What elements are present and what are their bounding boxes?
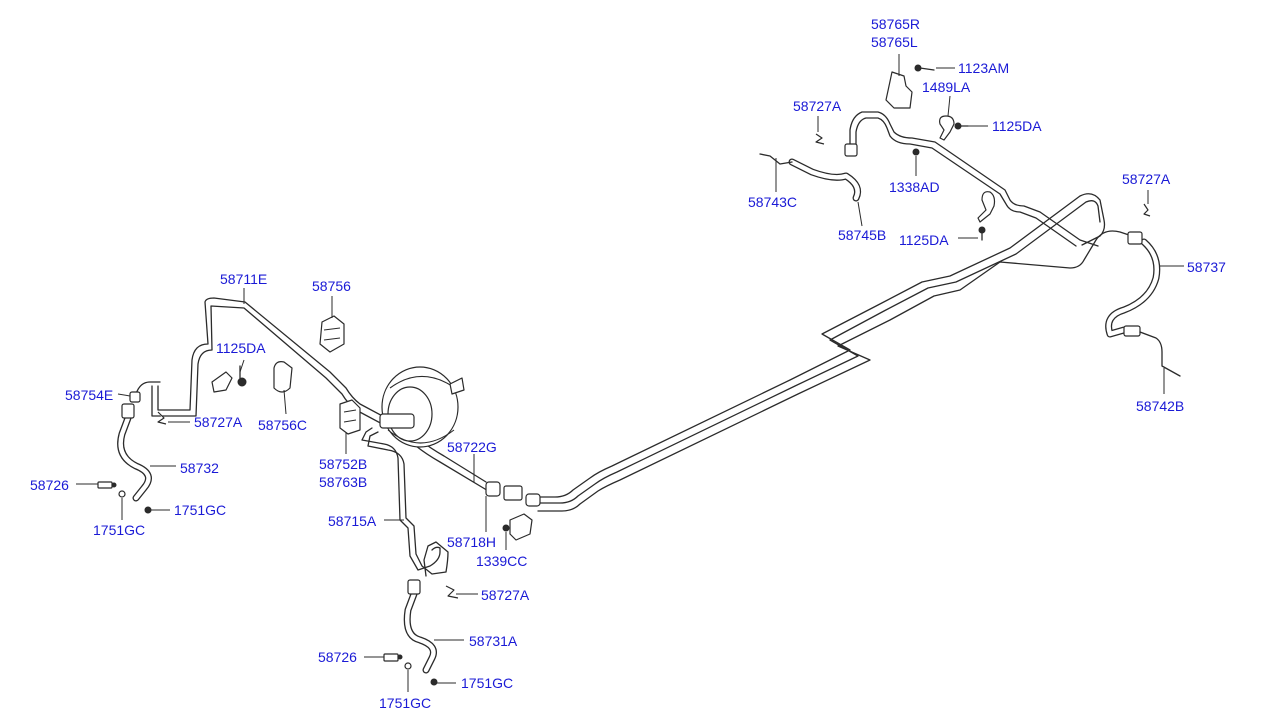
fitting-58754E: [129, 391, 141, 403]
label-58722G: 58722G: [447, 439, 497, 455]
master-cylinder: [379, 413, 415, 429]
hose-58732-fitting: [121, 403, 135, 419]
washer-1751GC-bottom-1: [404, 662, 412, 670]
label-1751GC-left-1: 1751GC: [93, 522, 145, 538]
label-1751GC-bottom-1: 1751GC: [379, 695, 431, 711]
bracket-left: [211, 371, 233, 393]
label-58754E: 58754E: [65, 387, 113, 403]
hose-58737-inner: [1106, 239, 1159, 337]
label-58711E: 58711E: [220, 271, 267, 287]
bolt-1123AM: [914, 64, 935, 72]
hose-58737-end: [1123, 325, 1141, 337]
hose-58732-inner: [118, 415, 151, 501]
bracket-mid: [977, 191, 996, 223]
bolt-1125DA-top: [954, 122, 969, 130]
label-58732: 58732: [180, 460, 219, 476]
hose-58745B-inner: [789, 159, 860, 201]
rear-brake-pipe-lower: [537, 230, 1139, 512]
label-1125DA-mid: 1125DA: [899, 232, 949, 248]
label-58765L: 58765L: [871, 34, 918, 50]
label-1339CC: 1339CC: [476, 553, 527, 569]
label-58727A-right: 58727A: [1122, 171, 1171, 187]
nut-1339CC: [502, 524, 510, 532]
label-58765R: 58765R: [871, 16, 920, 32]
rear-brake-pipe-upper-2: [537, 200, 1101, 504]
front-right-brake-pipe-2: [367, 431, 449, 577]
clip-58752B: [339, 399, 361, 435]
nut-1338AD: [912, 148, 920, 156]
bracket-58765: [885, 71, 913, 109]
part-labels: 58765R 58765L 1123AM 1489LA 58727A 1125D…: [30, 16, 1226, 711]
washer-1751GC-bottom-2: [430, 678, 438, 686]
label-1489LA: 1489LA: [922, 79, 971, 95]
label-58726-left: 58726: [30, 477, 69, 493]
brake-hoses: [117, 143, 1181, 674]
main-brake-pipes: [135, 111, 1139, 577]
label-58731A: 58731A: [469, 633, 518, 649]
hose-58731A-fitting: [407, 579, 421, 595]
booster-fitting: [449, 377, 465, 395]
label-58718H: 58718H: [447, 534, 496, 550]
front-right-brake-pipe: [361, 427, 441, 571]
front-left-brake-pipe-2: [151, 305, 491, 493]
clip-58727A-right: [1143, 203, 1151, 217]
hose-58745B-fitting: [844, 143, 858, 157]
label-58743C: 58743C: [748, 194, 797, 210]
label-1123AM: 1123AM: [958, 60, 1009, 76]
clip-58756-detail: [323, 327, 341, 341]
label-58727A-left: 58727A: [194, 414, 243, 430]
brake-booster: [379, 366, 465, 448]
label-1751GC-left-2: 1751GC: [174, 502, 226, 518]
pipe-58742B: [1139, 331, 1181, 377]
clip-1489LA: [939, 115, 955, 141]
label-58745B: 58745B: [838, 227, 886, 243]
label-1751GC-bottom-2: 1751GC: [461, 675, 513, 691]
hose-58731A-inner: [405, 591, 436, 673]
label-58726-bottom: 58726: [318, 649, 357, 665]
pipe-58743C: [759, 153, 793, 165]
rear-brake-pipe-upper: [533, 193, 1106, 498]
label-58763B: 58763B: [319, 474, 367, 490]
label-58742B: 58742B: [1136, 398, 1184, 414]
label-58715A: 58715A: [328, 513, 377, 529]
joint-block: [503, 485, 523, 501]
label-1338AD: 1338AD: [889, 179, 940, 195]
clip-58756C: [273, 361, 293, 393]
label-58737: 58737: [1187, 259, 1226, 275]
label-58752B: 58752B: [319, 456, 367, 472]
clip-58756: [319, 315, 345, 353]
label-58727A-top: 58727A: [793, 98, 842, 114]
bolt-58726-bottom: [383, 653, 403, 662]
hose-58737-fitting: [1127, 231, 1143, 245]
small-parts: [97, 64, 1151, 686]
label-58727A-bottom: 58727A: [481, 587, 530, 603]
washer-1751GC-left-1: [118, 490, 126, 498]
clip-58752B-detail: [343, 409, 357, 423]
leader-lines: [76, 54, 1184, 692]
upper-brake-pipe-2: [855, 117, 1077, 247]
label-58756C: 58756C: [258, 417, 307, 433]
clip-58727A-bottom: [445, 585, 459, 599]
connector-right: [525, 493, 541, 507]
clip-58727A-top: [815, 133, 825, 145]
bracket-1339CC: [509, 513, 533, 541]
bolt-1125DA-mid: [978, 226, 986, 241]
clip-58727A-left: [157, 411, 167, 425]
booster-rim: [387, 375, 455, 444]
bolt-58726-left: [97, 481, 117, 489]
label-1125DA-top: 1125DA: [992, 118, 1042, 134]
upper-brake-pipe: [849, 111, 1099, 247]
label-58756: 58756: [312, 278, 351, 294]
connector-58722G: [485, 481, 501, 497]
label-1125DA-left: 1125DA: [216, 340, 266, 356]
bolt-1125DA-left: [237, 365, 247, 387]
